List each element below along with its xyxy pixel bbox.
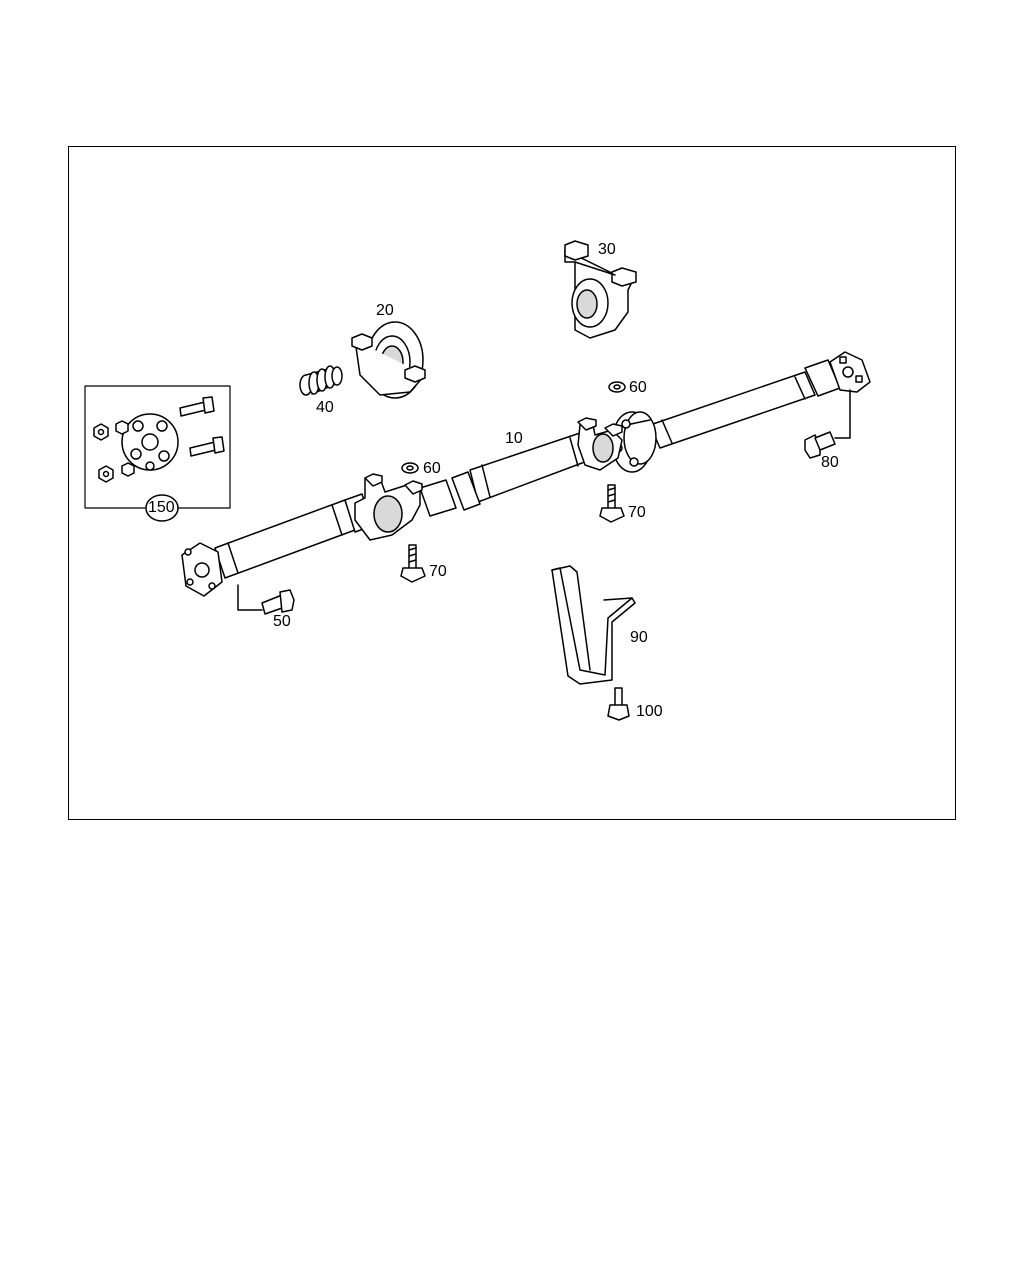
- center-bearing-20[interactable]: [351, 321, 426, 399]
- callout-50: 50: [273, 613, 291, 630]
- diagram-frame: [68, 146, 956, 820]
- rubber-boot-40[interactable]: [299, 365, 343, 396]
- callout-80: 80: [821, 454, 839, 471]
- bracket-90[interactable]: [551, 565, 636, 685]
- callout-20: 20: [376, 302, 394, 319]
- bolt-100[interactable]: [607, 687, 630, 721]
- bolt-50[interactable]: [237, 584, 295, 615]
- callout-100: 100: [636, 703, 663, 720]
- callout-90: 90: [630, 629, 648, 646]
- callout-70-left: 70: [429, 563, 447, 580]
- center-bearing-rear[interactable]: [577, 417, 623, 471]
- flex-disc-kit-150[interactable]: [84, 385, 231, 522]
- propeller-shaft[interactable]: [181, 351, 871, 597]
- callout-60-upper: 60: [629, 379, 647, 396]
- callout-60-lower: 60: [423, 460, 441, 477]
- bolt-80[interactable]: [804, 389, 851, 459]
- bearing-carrier-30[interactable]: [564, 240, 637, 339]
- callout-150: 150: [148, 499, 175, 516]
- callout-30: 30: [598, 241, 616, 258]
- callout-10: 10: [505, 430, 523, 447]
- callout-40: 40: [316, 399, 334, 416]
- callout-70-right: 70: [628, 504, 646, 521]
- bolt-70-right[interactable]: [599, 484, 625, 523]
- bolt-70-left[interactable]: [400, 544, 426, 583]
- center-bearing-front[interactable]: [354, 473, 423, 541]
